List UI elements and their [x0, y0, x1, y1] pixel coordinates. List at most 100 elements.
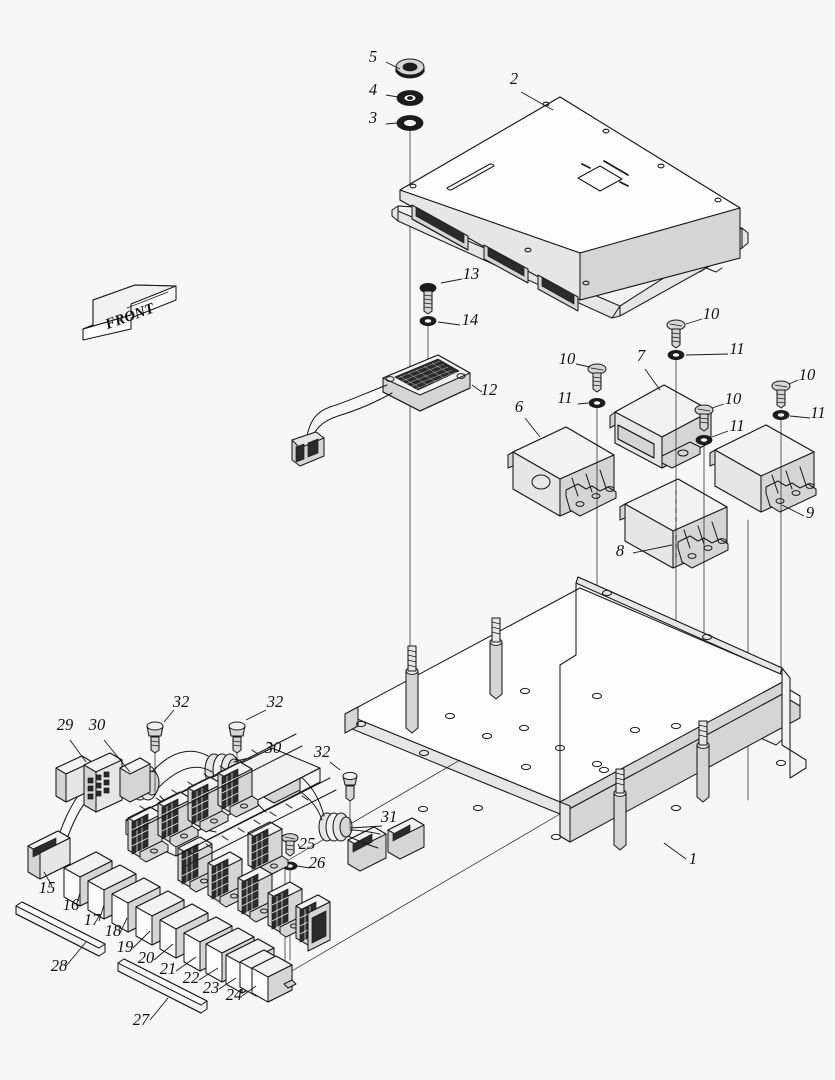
- leader-7: [644, 368, 661, 391]
- leader-32: [163, 709, 175, 723]
- hex-nut-5: [395, 58, 425, 79]
- leader-25: [297, 843, 301, 849]
- leader-24: [241, 985, 257, 997]
- standoff-post: [405, 645, 419, 734]
- callout-screw-10: 10: [725, 389, 742, 408]
- relay-block-rails-lower: [175, 777, 337, 869]
- callout-relay-16: 16: [63, 895, 80, 914]
- leader-20: [153, 943, 174, 961]
- callout-number-layer: 1234567891010101011111111121314151617181…: [39, 47, 826, 1029]
- leader-10: [685, 318, 703, 325]
- leader-13: [440, 278, 463, 284]
- leader-26: [296, 865, 311, 869]
- callout-alarm-buzzer: 12: [481, 380, 498, 399]
- insulation-strip-27: [117, 958, 208, 1014]
- leader-1: [663, 842, 687, 860]
- leader-12: [471, 384, 483, 393]
- relay-socket: [247, 821, 289, 878]
- callout-relay-21: 21: [160, 959, 177, 978]
- leader-3: [385, 122, 398, 125]
- projection-line: [284, 813, 561, 976]
- callout-mounting-base-plate: 1: [689, 849, 697, 868]
- leader-14: [437, 321, 461, 326]
- washer-11: [588, 397, 606, 408]
- callout-spring-washer: 3: [368, 108, 377, 127]
- leader-15: [43, 871, 53, 887]
- leader-8: [632, 544, 673, 554]
- callout-control-module-7: 7: [637, 346, 646, 365]
- callout-screw-10: 10: [559, 349, 576, 368]
- connector-cluster: [387, 817, 425, 860]
- leader-19: [132, 930, 151, 949]
- leader-11: [789, 415, 811, 419]
- connector-cluster: [347, 826, 387, 872]
- callout-washer-11: 11: [810, 403, 825, 422]
- relay-socket: [157, 791, 199, 848]
- leader-21: [175, 956, 197, 972]
- leader-10: [788, 379, 799, 385]
- callout-washer-11: 11: [729, 339, 744, 358]
- screw-10: [771, 380, 791, 409]
- leader-32: [329, 761, 341, 771]
- screw-10: [694, 404, 714, 432]
- mounting-base-plate: [344, 576, 807, 851]
- leader-16: [75, 892, 81, 907]
- relay-cube: [251, 955, 297, 1003]
- leader-6: [524, 417, 541, 438]
- leader-17: [98, 904, 105, 922]
- callout-relay-box-6: 6: [515, 397, 524, 416]
- front-direction-arrow: [82, 284, 177, 341]
- ecu-connector-port: [483, 244, 529, 284]
- screw-10: [587, 363, 607, 393]
- leader-30: [103, 739, 131, 773]
- ecu-connector-port: [537, 274, 579, 312]
- standoff-post: [489, 617, 503, 700]
- relay-socket: [127, 806, 169, 863]
- bolt-32: [342, 771, 358, 829]
- ecu-connector-port: [411, 204, 469, 251]
- bolt-13: [419, 282, 437, 315]
- leader-11: [577, 402, 589, 405]
- callout-bolt-32: 32: [172, 692, 190, 711]
- callout-relay-22: 22: [183, 968, 200, 987]
- control-module-7: [609, 384, 712, 469]
- relay-socket: [187, 776, 229, 833]
- leader-28: [65, 941, 87, 967]
- main-controller-ecu: [391, 96, 749, 319]
- callout-relay-24: 24: [226, 985, 243, 1004]
- leader-22: [198, 967, 219, 981]
- callout-relay-box-9: 9: [806, 503, 814, 522]
- callout-grommet-30: 30: [88, 715, 106, 734]
- screw-25: [281, 833, 299, 857]
- callout-bolt-32: 32: [266, 692, 284, 711]
- standoff-post: [696, 720, 710, 803]
- callout-screw-10: 10: [703, 304, 720, 323]
- leader-9: [781, 504, 805, 517]
- leader-2: [520, 91, 554, 111]
- callout-washer-26: 26: [309, 853, 326, 872]
- callout-insulation-strip-27: 27: [133, 1010, 150, 1029]
- callout-washer-11: 11: [729, 416, 744, 435]
- callout-relay-20: 20: [138, 948, 155, 967]
- projection-line: [284, 759, 461, 863]
- leader-27: [149, 997, 169, 1021]
- callout-bolt-32: 32: [313, 742, 331, 761]
- callout-grommet-30: 30: [264, 738, 282, 757]
- callout-connector-block-29: 29: [57, 715, 74, 734]
- relay-box-6: [507, 426, 617, 517]
- leader-32: [245, 709, 267, 721]
- callout-insulation-strip-28: 28: [51, 956, 68, 975]
- relay-socket: [267, 881, 309, 938]
- leader-23: [218, 977, 237, 990]
- callout-washer-11: 11: [557, 388, 572, 407]
- buzzer-wire-harness: [291, 384, 393, 467]
- callout-flat-washer: 4: [369, 80, 377, 99]
- callout-relay-17: 17: [84, 910, 101, 929]
- callout-bolt-13: 13: [463, 264, 480, 283]
- leader-11: [685, 353, 729, 356]
- relay-box-9: [709, 424, 817, 513]
- connector-15: [27, 830, 71, 880]
- flat-washer-4: [396, 90, 424, 106]
- leader-4: [385, 94, 399, 98]
